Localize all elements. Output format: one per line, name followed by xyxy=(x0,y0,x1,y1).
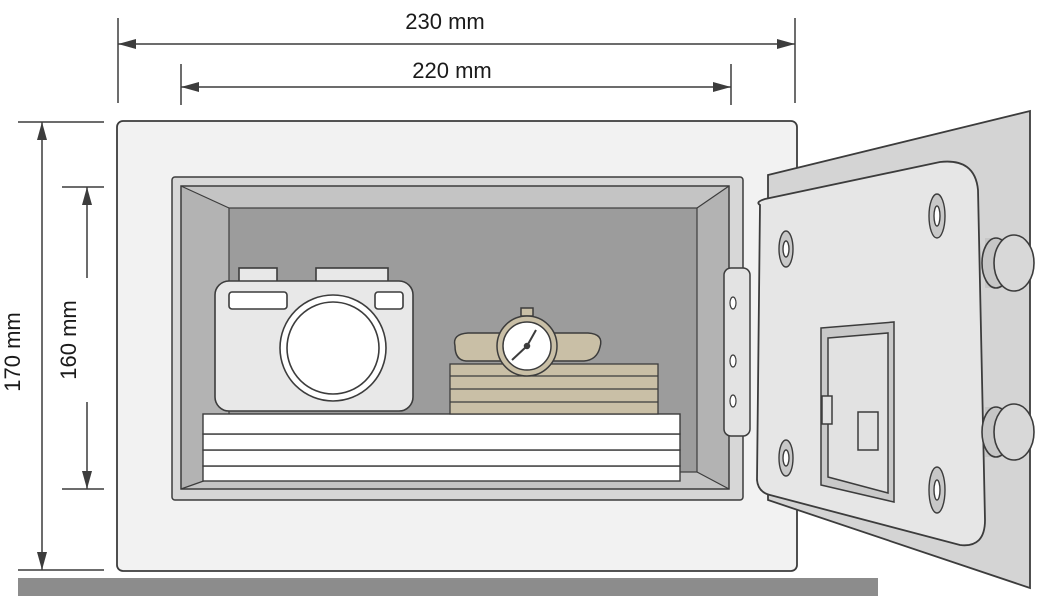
inner-height-label: 160 mm xyxy=(56,300,81,379)
wooden-box-icon xyxy=(449,363,659,415)
hinge-icon xyxy=(723,267,751,437)
safe-door xyxy=(723,109,1035,590)
bolt-icon xyxy=(981,234,1035,461)
dimension-inner-width xyxy=(180,64,732,105)
document-stack-icon xyxy=(202,413,681,482)
outer-width-label: 230 mm xyxy=(405,9,484,34)
camera-icon xyxy=(214,267,414,412)
floor-bar xyxy=(18,578,878,596)
keypad-icon xyxy=(820,321,895,503)
inner-width-label: 220 mm xyxy=(412,58,491,83)
door-screws xyxy=(778,193,946,514)
dimension-outer-height xyxy=(18,121,104,571)
outer-height-label: 170 mm xyxy=(0,312,25,391)
hinge-pins xyxy=(729,296,737,408)
dimension-outer-width xyxy=(117,18,796,103)
watch-icon xyxy=(453,307,602,377)
